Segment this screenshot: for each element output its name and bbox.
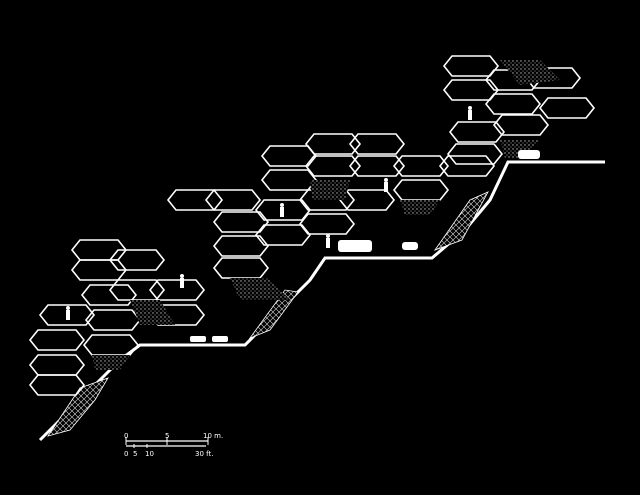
stipple-fill-middle <box>230 180 440 300</box>
human-figures <box>66 106 472 320</box>
terrain-profile <box>38 160 605 442</box>
housing-cluster-upper <box>442 55 596 165</box>
scale-label-metric-10: 10 m. <box>203 432 223 440</box>
scale-label-imperial-0: 0 <box>124 450 128 458</box>
scale-label-imperial-30: 30 ft. <box>195 450 213 458</box>
stipple-fill-upper <box>500 60 560 158</box>
scale-label-metric-5: 5 <box>165 432 169 440</box>
scale-label-imperial-5: 5 <box>133 450 137 458</box>
scale-bar: 0 5 10 m. 0 5 10 30 ft. <box>124 432 223 458</box>
slope-vegetation <box>47 191 489 437</box>
housing-cluster-middle <box>166 133 496 279</box>
vehicles <box>190 150 540 342</box>
scale-label-metric-0: 0 <box>124 432 128 440</box>
housing-cluster-lower <box>28 239 206 396</box>
scale-label-imperial-10: 10 <box>145 450 154 458</box>
stipple-fill-lower <box>92 300 175 370</box>
